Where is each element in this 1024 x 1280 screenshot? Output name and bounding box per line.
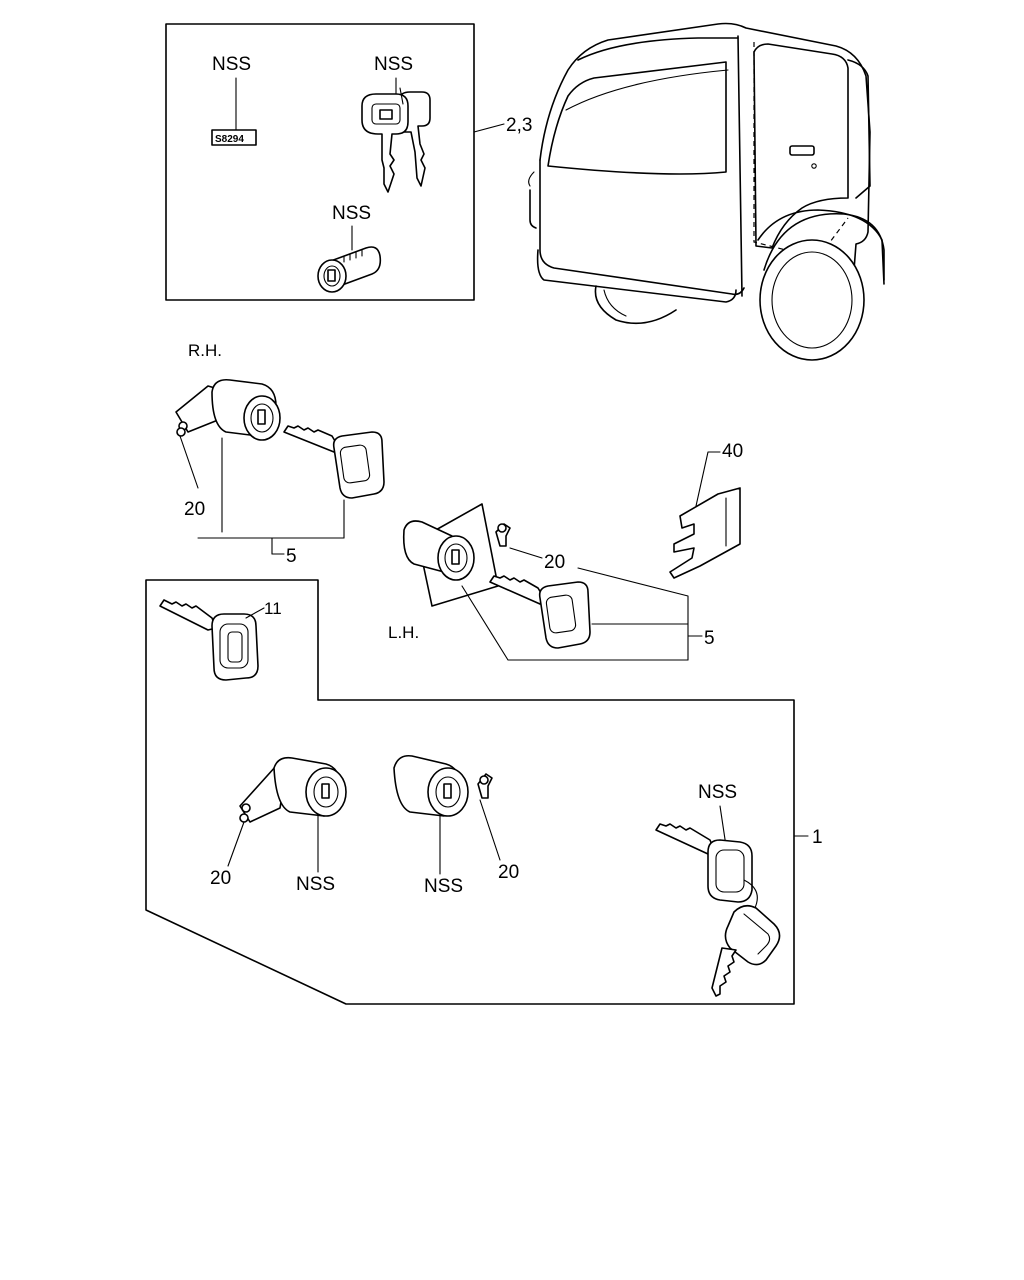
ref-40-label: 40 (722, 441, 743, 462)
ref-20-kit-right-label: 20 (498, 862, 519, 883)
nss-kit-right-label: NSS (424, 876, 463, 897)
nss-kit-keys-label: NSS (698, 782, 737, 803)
kit-key-pair-icon: NSS (655, 782, 781, 997)
tag-number: S8294 (215, 134, 244, 145)
lh-label: L.H. (388, 623, 419, 642)
ref-20-lh-label: 20 (544, 552, 565, 573)
kit-left-cylinder-icon: 20 NSS (210, 756, 347, 895)
ref-1-label: 1 (812, 827, 823, 848)
lock-cylinder-icon: NSS (317, 203, 382, 293)
nss-keys-top-label: NSS (374, 54, 413, 75)
key-tag-icon: NSS S8294 (211, 54, 257, 146)
lh-lock-assembly: L.H. 20 5 (388, 503, 715, 661)
ref-5-rh-label: 5 (286, 546, 297, 567)
kit-right-cylinder-icon: 20 NSS (393, 754, 519, 897)
retaining-clip-icon: 40 (669, 441, 743, 579)
nss-kit-left-label: NSS (296, 874, 335, 895)
ref-2-3-label: 2,3 (506, 115, 532, 136)
nss-parts-box: 2,3 (165, 23, 532, 301)
nss-cylinder-top-label: NSS (332, 203, 371, 224)
key-icon: 11 (159, 599, 282, 681)
ref-20-rh-label: 20 (184, 499, 205, 520)
ref-20-kit-left-label: 20 (210, 868, 231, 889)
truck-cab-rear-icon (528, 22, 885, 361)
rh-label: R.H. (188, 341, 222, 360)
ref-5-lh-label: 5 (704, 628, 715, 649)
key-pair-icon: NSS (361, 54, 431, 193)
nss-tag-label: NSS (212, 54, 251, 75)
lock-kit-box: 1 (145, 579, 823, 1005)
ref-11-label: 11 (264, 599, 282, 618)
rh-lock-assembly: R.H. 20 5 (175, 341, 385, 567)
